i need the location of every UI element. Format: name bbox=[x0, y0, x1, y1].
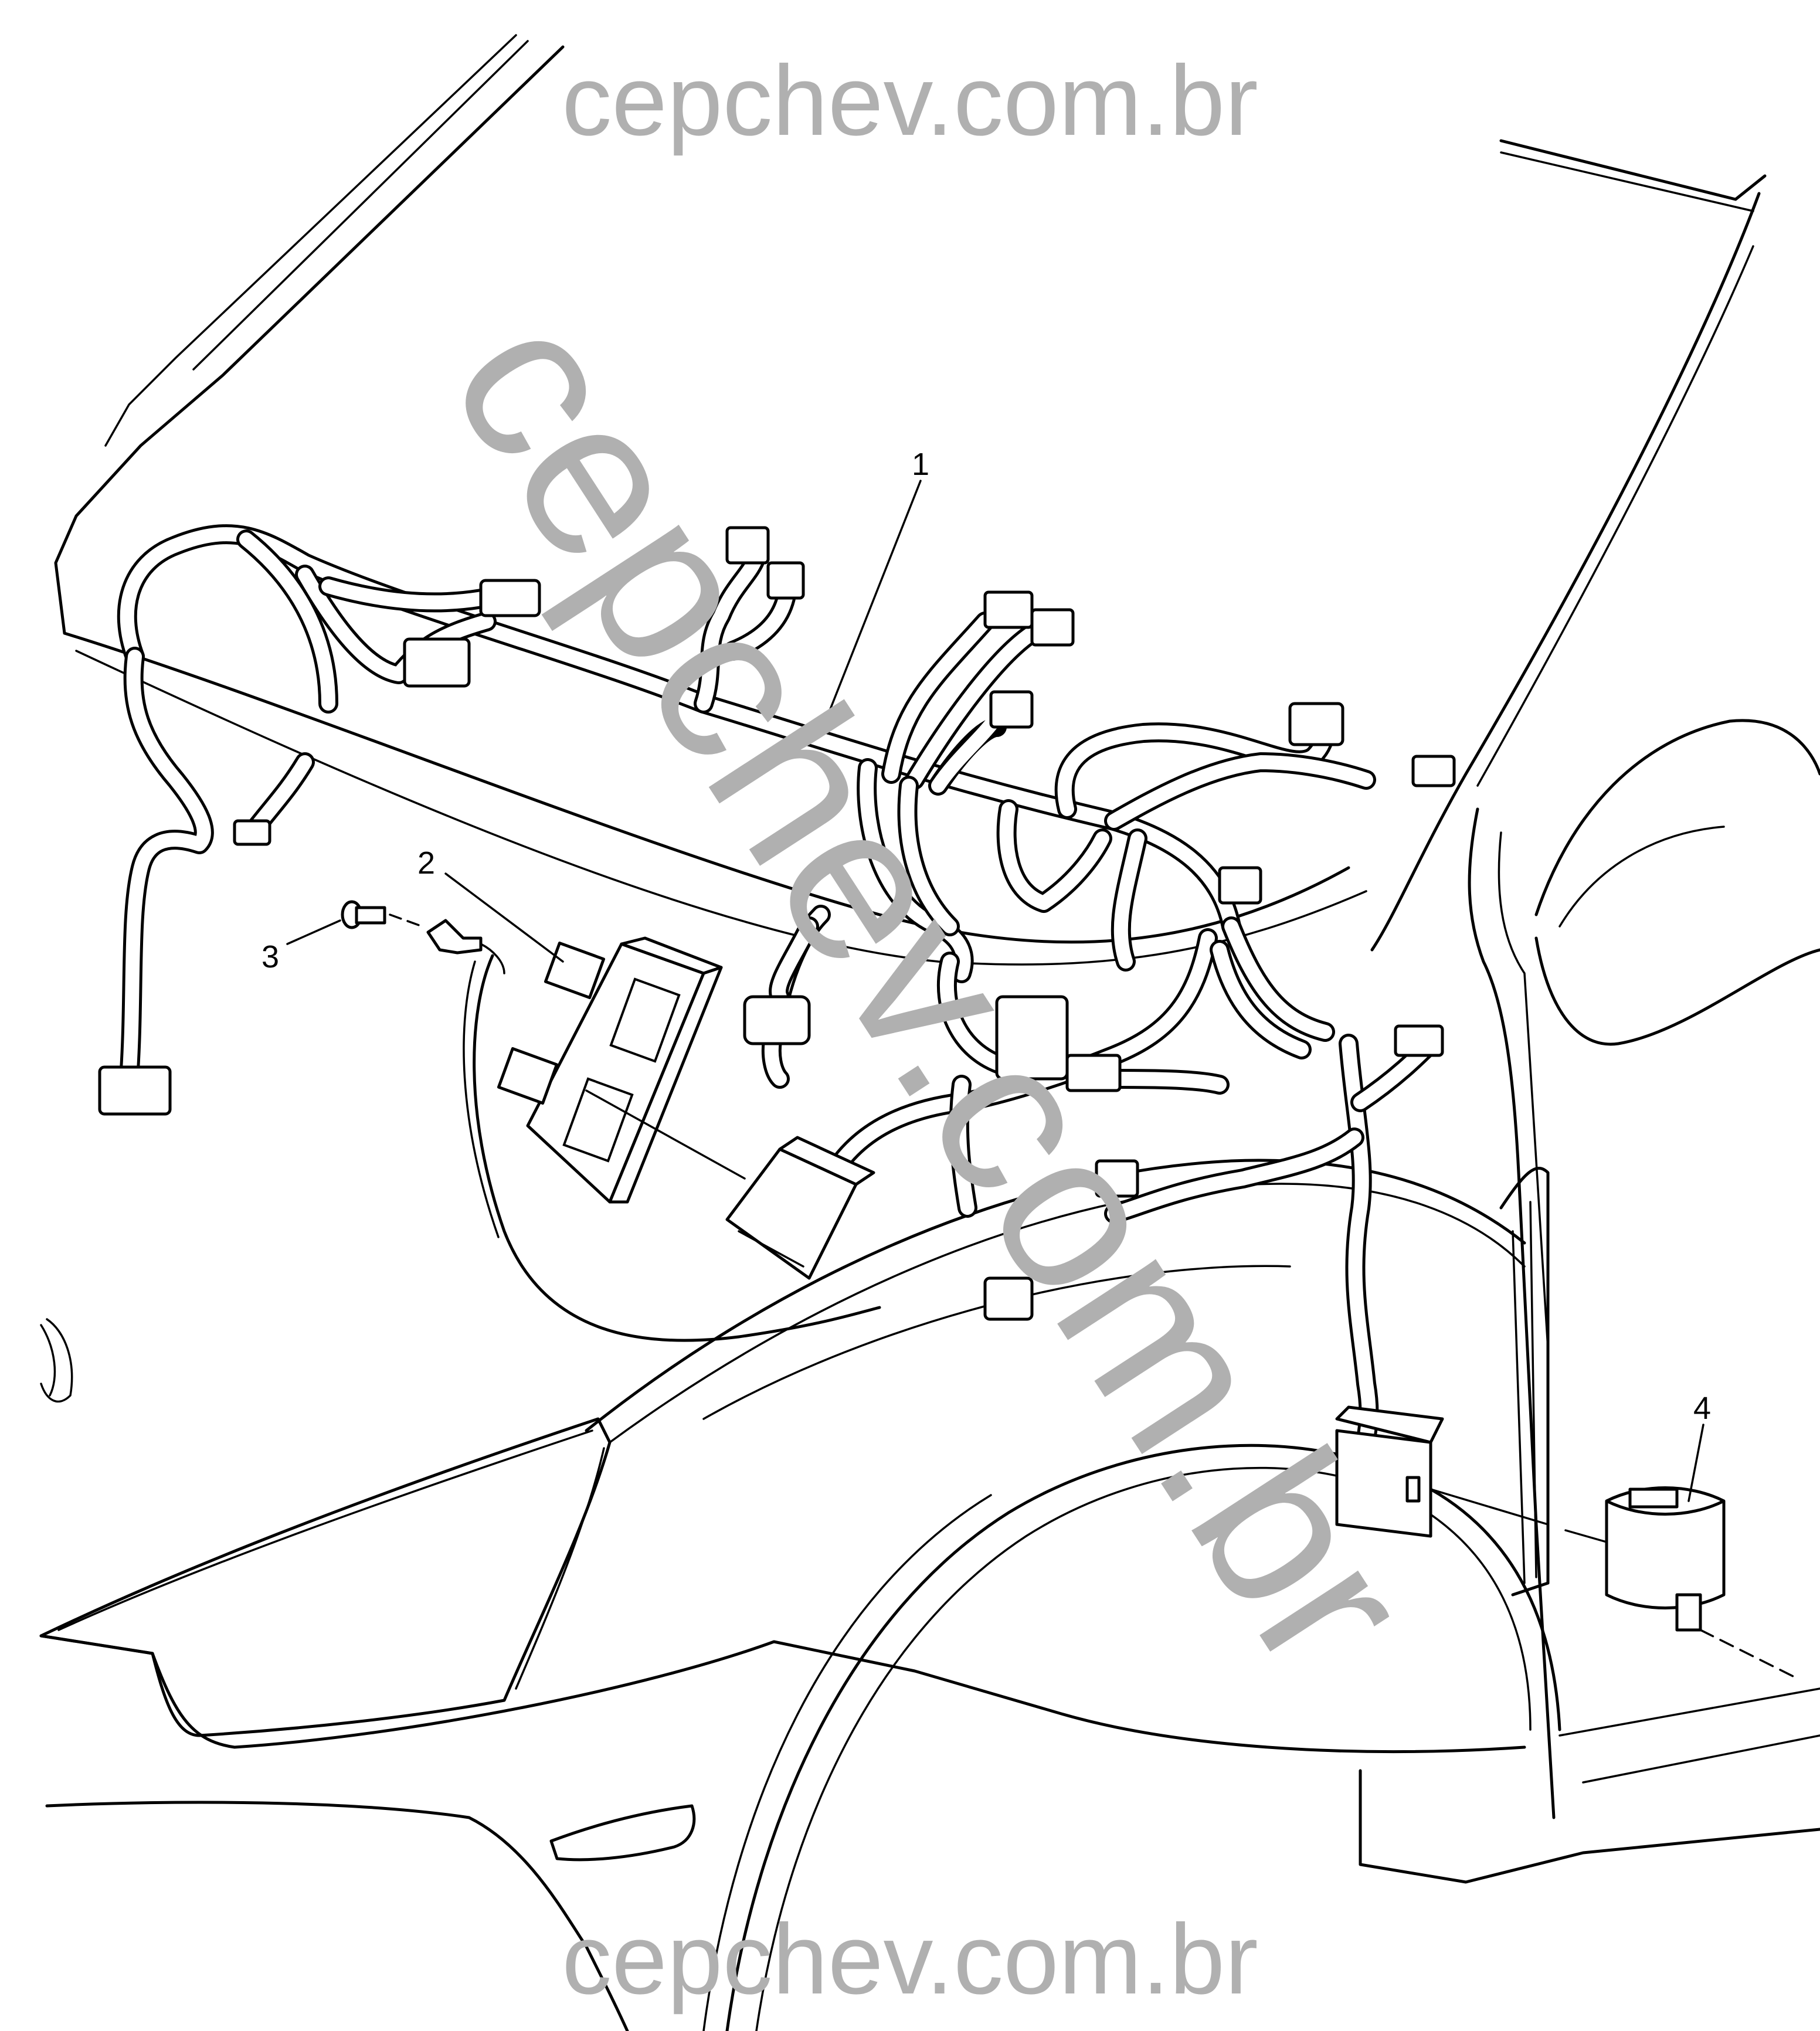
leader-4 bbox=[1687, 1424, 1704, 1502]
connector-a bbox=[479, 579, 541, 617]
watermark-diagonal: cepchev.com.br bbox=[403, 270, 1461, 1711]
connector-b bbox=[403, 637, 471, 688]
connector-f bbox=[1030, 608, 1075, 647]
ground-terminal bbox=[426, 919, 505, 974]
connector-h bbox=[1288, 702, 1344, 746]
ground-wire bbox=[473, 954, 881, 1342]
connector-i bbox=[1411, 755, 1456, 787]
callout-leaders bbox=[286, 480, 1704, 1502]
callout-labels: 1 2 3 4 bbox=[262, 447, 1711, 1426]
ecm-connector-pins bbox=[562, 977, 681, 1163]
connector-m bbox=[1095, 1159, 1139, 1198]
ground-wire-inner bbox=[463, 960, 500, 1238]
connector-o bbox=[1394, 1024, 1444, 1057]
leader-1 bbox=[820, 480, 922, 734]
connector-p bbox=[983, 1276, 1034, 1321]
leader-2 bbox=[444, 872, 564, 963]
engine-control-module bbox=[497, 936, 746, 1204]
callout-1: 1 bbox=[912, 447, 929, 482]
callout-3: 3 bbox=[262, 939, 279, 974]
callout-4: 4 bbox=[1693, 1391, 1711, 1426]
connector-j bbox=[1218, 866, 1262, 905]
watermark-bottom: cepchev.com.br bbox=[562, 1904, 1258, 2015]
junction-block bbox=[1335, 1405, 1549, 1538]
connector-n bbox=[233, 819, 271, 846]
watermark-top: cepchev.com.br bbox=[562, 45, 1258, 157]
connector-d bbox=[766, 561, 805, 600]
leader-3 bbox=[286, 919, 341, 945]
ground-bolt bbox=[341, 900, 423, 929]
connector-q bbox=[98, 1065, 172, 1116]
harness-connectors bbox=[98, 526, 1456, 1321]
ecm-bracket-unit bbox=[725, 1136, 875, 1280]
vehicle-body-outline bbox=[39, 34, 1820, 2031]
engine-wiring-harness bbox=[117, 524, 1441, 1452]
connector-k bbox=[743, 995, 811, 1045]
connector-l bbox=[1065, 1054, 1122, 1092]
callout-2: 2 bbox=[417, 845, 435, 881]
connector-c bbox=[725, 526, 770, 565]
connector-e bbox=[983, 590, 1034, 629]
relay-module bbox=[1564, 1486, 1795, 1678]
connector-g bbox=[989, 690, 1034, 729]
connector-cluster bbox=[995, 995, 1069, 1081]
